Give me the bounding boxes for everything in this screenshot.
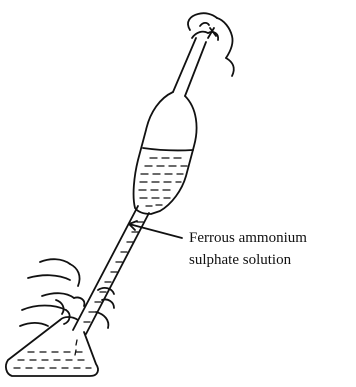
bulb-liquid [139,158,187,206]
pipette-bulb [134,92,197,214]
liquid-drops [75,340,77,355]
pipette-top-tube [173,38,206,96]
pipette-stem [73,206,149,334]
solution-label-line-1: Ferrous ammonium [189,228,307,249]
solution-label-line-2: sulphate solution [189,250,291,271]
liquid-surface [143,148,193,150]
top-hand-icon [188,13,234,76]
flask-liquid [14,352,91,368]
bottom-hand-icon [20,259,84,326]
